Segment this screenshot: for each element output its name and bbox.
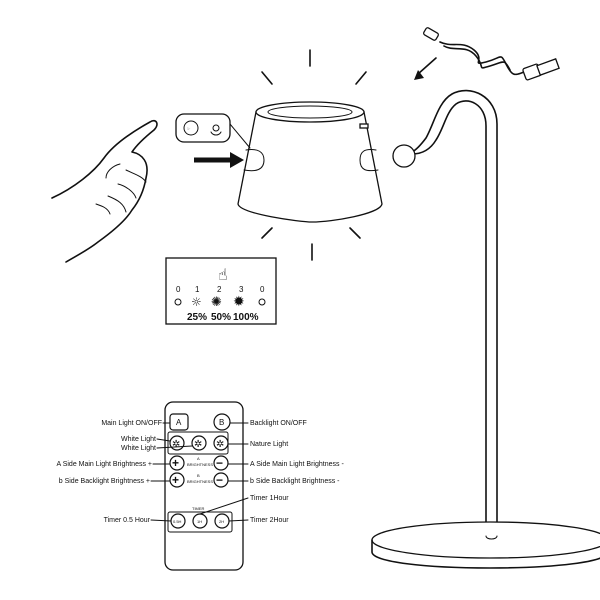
remote-control: A B ✲ ✲ ✲ + A BRIGHTNESS − + B BRIGHTNES… xyxy=(164,401,244,571)
pct-50: 50% xyxy=(211,312,231,323)
timer-2h-label: 2H xyxy=(219,519,224,524)
medium-sun-icon: ✺ xyxy=(211,295,222,310)
remote-labels-right: Backlight ON/OFF Nature Light A Side Mai… xyxy=(199,420,344,524)
label-white-light-1: White Light xyxy=(121,436,156,443)
remote-brightness-b: BRIGHTNESS xyxy=(187,479,213,484)
key-b-label: B xyxy=(219,418,224,427)
key-a[interactable] xyxy=(169,413,189,431)
touch-button-callout: ☞ xyxy=(175,113,251,149)
remote-timer-title: TIMER xyxy=(192,506,205,511)
panel-hand-icon: ☝ xyxy=(218,265,228,284)
remote-brightness-a: BRIGHTNESS xyxy=(187,462,213,467)
touch-arrow-icon xyxy=(194,152,244,168)
remote-labels-left: Main Light ON/OFF White Light White Ligh… xyxy=(56,420,193,524)
b-side-plus-key[interactable] xyxy=(169,472,185,488)
level-off-right: 0 xyxy=(260,285,265,294)
label-a-side-main-minus: A Side Main Light Brightness - xyxy=(250,461,344,468)
pct-25: 25% xyxy=(187,312,207,323)
remote-b-small: B xyxy=(197,473,200,478)
white-light-key-2[interactable] xyxy=(191,435,207,451)
label-timer-05: Timer 0.5 Hour xyxy=(104,517,151,524)
nature-light-icon: ✲ xyxy=(216,439,224,450)
timer-05h-label: 0.5H xyxy=(173,519,182,524)
white-light-icon-1: ✲ xyxy=(172,439,180,450)
minus-icon-a: − xyxy=(216,456,223,470)
label-timer-1: Timer 1Hour xyxy=(250,495,289,502)
minus-icon-b: − xyxy=(216,473,223,487)
a-side-minus-key[interactable] xyxy=(213,455,229,471)
dim-sun-icon: ☼ xyxy=(191,295,202,309)
level-1: 1 xyxy=(195,285,200,294)
usb-cable xyxy=(423,27,560,81)
level-3: 3 xyxy=(239,285,244,294)
level-off-left: 0 xyxy=(176,285,181,294)
label-a-side-main-plus: A Side Main Light Brightness + xyxy=(56,461,152,468)
label-main-light: Main Light ON/OFF xyxy=(101,420,162,427)
plus-icon-a: + xyxy=(172,456,179,470)
label-backlight: Backlight ON/OFF xyxy=(250,420,307,427)
key-a-label: A xyxy=(176,418,182,427)
label-white-light-2: White Light xyxy=(121,445,156,452)
pct-100: 100% xyxy=(233,312,259,323)
bright-sun-icon: ✹ xyxy=(233,294,245,310)
touch-brightness-panel: ☝ 0 1 2 3 0 ☼ ✺ ✹ 25% 50% 100% xyxy=(165,257,277,325)
lamp-head xyxy=(237,101,383,223)
lamp-stand xyxy=(371,89,600,569)
touch-hand-icon: ☞ xyxy=(187,126,191,131)
white-light-icon-2: ✲ xyxy=(194,439,202,450)
light-rays xyxy=(261,49,367,261)
label-b-side-back-plus: b Side Backlight Brightness + xyxy=(59,478,150,485)
nature-light-key[interactable] xyxy=(213,435,229,451)
a-side-plus-key[interactable] xyxy=(169,455,185,471)
timer-1h-label: 1H xyxy=(197,519,202,524)
plus-icon-b: + xyxy=(172,473,179,487)
label-timer-2: Timer 2Hour xyxy=(250,517,289,524)
level-2: 2 xyxy=(217,285,222,294)
plug-in-arrow-icon xyxy=(414,57,437,80)
label-b-side-back-minus: b Side Backlight Brightness - xyxy=(250,478,340,485)
key-b[interactable] xyxy=(213,413,231,431)
label-nature-light: Nature Light xyxy=(250,441,288,448)
remote-a-small: A xyxy=(197,456,200,461)
pointing-hand-illustration xyxy=(51,119,158,263)
b-side-minus-key[interactable] xyxy=(213,472,229,488)
